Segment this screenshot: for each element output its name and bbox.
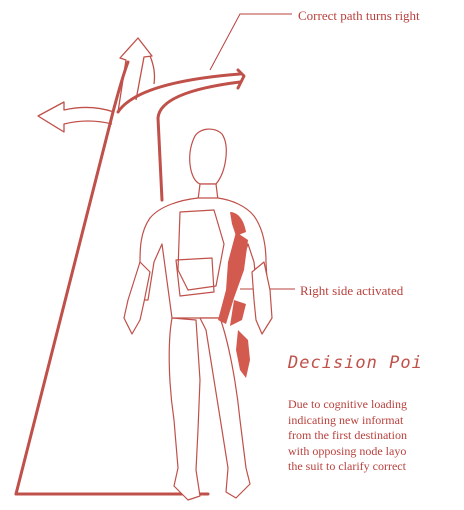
annotation-right-side: Right side activated bbox=[300, 283, 403, 299]
body-text: Due to cognitive loading indicating new … bbox=[288, 397, 464, 475]
up-arrow bbox=[118, 38, 152, 112]
section-title: Decision Poi bbox=[288, 353, 423, 373]
body-line: indicating new informat bbox=[288, 413, 464, 429]
annotation-correct-path: Correct path turns right bbox=[298, 8, 420, 24]
figure-right-arm bbox=[252, 262, 272, 334]
body-line: Due to cognitive loading bbox=[288, 397, 464, 413]
human-figure bbox=[124, 129, 272, 500]
body-line: the suit to clarify correct bbox=[288, 459, 464, 475]
branch-arrows bbox=[38, 38, 155, 132]
body-line: from the first destination bbox=[288, 428, 464, 444]
body-line: with opposing node layo bbox=[288, 444, 464, 460]
up-arrow-stem bbox=[150, 56, 155, 84]
leg-pad bbox=[236, 330, 250, 378]
road-middle-line bbox=[118, 74, 240, 112]
right-turn-arrowhead bbox=[238, 70, 244, 88]
hip-pad bbox=[230, 300, 246, 326]
road-left-edge bbox=[16, 62, 128, 494]
top-callout-line bbox=[210, 14, 292, 70]
figure-left-leg bbox=[169, 318, 200, 500]
left-arrow bbox=[38, 102, 114, 132]
figure-head bbox=[190, 129, 227, 184]
